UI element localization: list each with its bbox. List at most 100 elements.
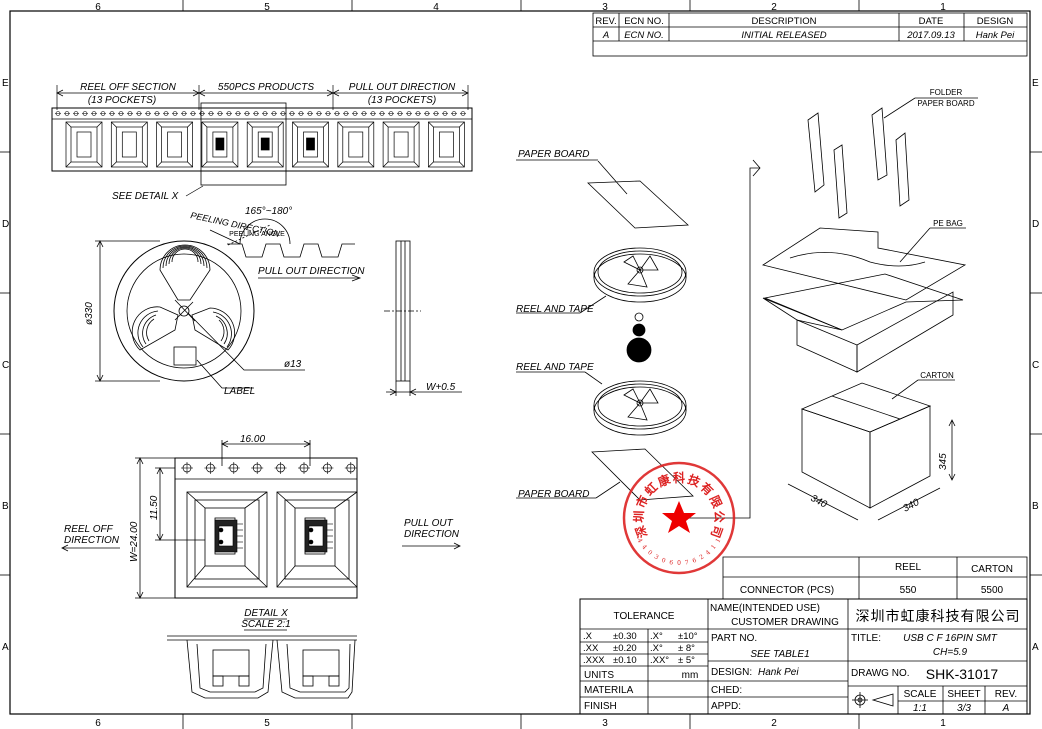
- reel-width-label: W+0.5: [426, 382, 456, 393]
- pocket-row: [65, 121, 465, 168]
- row-label-left: C: [2, 360, 9, 371]
- label-callout: LABEL: [224, 386, 255, 397]
- col-label-top: 5: [264, 2, 270, 13]
- pe-bag-label: PE BAG: [933, 219, 963, 228]
- seal-character: 深: [632, 524, 650, 540]
- tape-pocket: [428, 121, 465, 168]
- col-label-top: 3: [602, 2, 608, 13]
- carrier-tape-view: REEL OFF SECTION (13 POCKETS) 550PCS PRO…: [51, 82, 473, 202]
- detail-connector: [214, 519, 243, 553]
- title-label: TITLE:: [851, 633, 881, 644]
- detail-x-view: 16.00 11.50 W=24.00 REEL OFF DIRECTION P…: [61, 434, 461, 699]
- row-label-left: D: [2, 219, 9, 230]
- products-label: 550PCS PRODUCTS: [218, 82, 314, 93]
- tolerance-heading: TOLERANCE: [614, 611, 675, 622]
- detail-pull-out-line1: PULL OUT: [404, 518, 454, 529]
- seal-digit: 1: [710, 544, 718, 551]
- seal-digit: 4: [636, 537, 644, 544]
- part-no-value: SEE TABLE1: [750, 649, 809, 660]
- col-label-bottom: 2: [771, 718, 777, 729]
- diameter-13-label: ø13: [284, 359, 302, 370]
- seal-digit: 0: [646, 549, 654, 557]
- sheet-label: SHEET: [947, 689, 980, 700]
- title-line2: CH=5.9: [933, 647, 968, 658]
- sheet-value: 3/3: [957, 703, 971, 714]
- seal-character: 科: [673, 470, 685, 485]
- row-label-left: E: [2, 78, 9, 89]
- row-label-right: C: [1032, 360, 1039, 371]
- detail-connectors: [214, 519, 333, 553]
- row-label-right: A: [1032, 642, 1039, 653]
- rev-header-rev: REV.: [595, 16, 616, 27]
- col-label-bottom: 1: [940, 718, 946, 729]
- carton-qty-value: 5500: [981, 585, 1004, 596]
- revision-table: REV. ECN NO. DESCRIPTION DATE DESIGN A E…: [592, 12, 1028, 57]
- detail-x-title: DETAIL X: [244, 608, 288, 619]
- designer-value: Hank Pei: [976, 30, 1015, 41]
- col-label-bottom: 3: [602, 718, 608, 729]
- reel-dimension-view: PEELING DIRECTION 165°~180° PULL OUT DIR…: [84, 206, 462, 397]
- col-label-top: 6: [95, 2, 101, 13]
- carton-header: CARTON: [971, 564, 1013, 575]
- see-detail-label: SEE DETAIL X: [112, 191, 179, 202]
- row-label-left: A: [2, 642, 9, 653]
- diameter-330-label: ø330: [84, 302, 95, 325]
- title-block: TOLERANCE UNITS mm MATERILA FINISH NAME(…: [579, 598, 1028, 715]
- offset-11-50-label: 11.50: [149, 495, 160, 520]
- seal-digit: 0: [677, 560, 681, 567]
- drawing-no-label: DRAWG NO.: [851, 668, 910, 679]
- col-label-bottom: 6: [95, 718, 101, 729]
- seal-digit: 1: [714, 537, 722, 544]
- folder-label-line1: FOLDER: [930, 88, 963, 97]
- reel-header: REEL: [895, 562, 922, 573]
- paper-board-bottom-label: PAPER BOARD: [518, 489, 590, 500]
- scale-label: SCALE: [904, 689, 937, 700]
- seal-digit: 3: [653, 553, 660, 561]
- pull-out-label: PULL OUT DIRECTION: [349, 82, 456, 93]
- row-label-right: D: [1032, 219, 1039, 230]
- seal-digit: 6: [692, 557, 698, 565]
- tol-linear-key: .XXX: [583, 655, 605, 666]
- rev-value-block: A: [1002, 703, 1010, 714]
- rev-label: REV.: [995, 689, 1017, 700]
- reel-qty-value: 550: [900, 585, 917, 596]
- tol-linear-value: ±0.10: [613, 655, 637, 666]
- tape-pocket: [246, 121, 284, 168]
- tape-pocket: [201, 121, 239, 168]
- company-name: 深圳市虹康科技有限公司: [856, 608, 1021, 625]
- design-value: Hank Pei: [758, 667, 799, 678]
- ecn-value: ECN NO.: [624, 30, 664, 41]
- tape-pocket: [110, 121, 148, 168]
- connector-pcs-label: CONNECTOR (PCS): [740, 585, 834, 596]
- reel-off-pockets-label: (13 POCKETS): [88, 95, 156, 106]
- seal-digit: 7: [684, 559, 689, 567]
- tol-angle-value: ±10°: [678, 631, 698, 642]
- tolerance-rows: .X±0.30.X°±10°.XX±0.20.X°± 8°.XXX±0.10.X…: [583, 631, 698, 666]
- peeling-angle-label: PEELING ANGLE: [229, 231, 285, 238]
- angle-range-label: 165°~180°: [245, 206, 292, 217]
- tape-pocket: [382, 121, 420, 168]
- packing-exploded-view: PAPER BOARD REEL AND TAPE REEL AND TAPE …: [516, 88, 978, 521]
- description-value: INITIAL RELEASED: [741, 30, 826, 41]
- tol-angle-value: ± 5°: [678, 655, 695, 666]
- date-value: 2017.09.13: [906, 30, 955, 41]
- finish-label: FINISH: [584, 701, 617, 712]
- pitch-16-label: 16.00: [240, 434, 265, 445]
- tol-linear-value: ±0.30: [613, 631, 637, 642]
- design-label: DESIGN:: [711, 667, 752, 678]
- tol-linear-value: ±0.20: [613, 643, 637, 654]
- col-label-top: 2: [771, 2, 777, 13]
- seal-digit: 4: [705, 549, 713, 557]
- name-value: CUSTOMER DRAWING: [731, 617, 839, 628]
- name-label: NAME(INTENDED USE): [710, 603, 820, 614]
- pull-out-pockets-label: (13 POCKETS): [368, 95, 436, 106]
- units-label: UNITS: [584, 670, 614, 681]
- tol-linear-key: .XX: [583, 643, 599, 654]
- part-no-label: PART NO.: [711, 633, 757, 644]
- tape-pocket: [156, 121, 193, 168]
- reel-tape-bottom-label: REEL AND TAPE: [516, 362, 594, 373]
- scale-value: 1:1: [913, 703, 927, 714]
- tol-angle-key: .XX°: [650, 655, 669, 666]
- seal-character: 限: [707, 493, 726, 510]
- seal-digit: 4: [640, 544, 648, 552]
